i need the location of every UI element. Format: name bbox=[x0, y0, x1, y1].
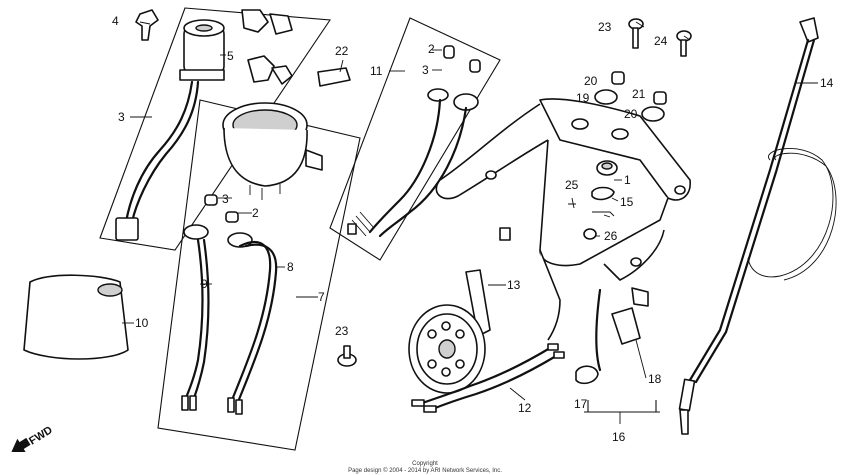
indicator-light-group bbox=[329, 17, 501, 261]
callout-1: 1 bbox=[624, 173, 631, 187]
copyright-line-1: Copyright bbox=[412, 461, 438, 467]
callout-2-meter: 2 bbox=[252, 206, 259, 220]
callout-25: 26 bbox=[604, 229, 618, 243]
callout-10: 10 bbox=[135, 316, 149, 330]
callout-16: 16 bbox=[612, 430, 626, 444]
callout-19-left: 19 bbox=[576, 91, 590, 105]
callout-7: 7 bbox=[318, 290, 325, 304]
callout-18: 18 bbox=[648, 372, 662, 386]
cable-guide-group bbox=[575, 288, 660, 413]
callout-3-top: 3 bbox=[422, 63, 429, 77]
copyright-footer: Copyright Page design © 2004 - 2014 by A… bbox=[0, 461, 850, 475]
bolt-part-22 bbox=[337, 345, 357, 367]
meter-assembly-group bbox=[157, 99, 361, 451]
callout-21: 22 bbox=[335, 44, 349, 58]
callout-19-right: 20 bbox=[624, 107, 638, 121]
fwd-arrow-icon: FWD bbox=[11, 424, 55, 452]
headlight-bracket-group bbox=[435, 71, 691, 341]
callout-13: 13 bbox=[507, 278, 521, 292]
callout-17: 17 bbox=[574, 397, 588, 411]
speedometer-cable-part bbox=[678, 17, 837, 435]
callout-11: 11 bbox=[370, 64, 383, 78]
callout-14: 14 bbox=[820, 76, 834, 90]
callout-20-left: 20 bbox=[584, 74, 598, 88]
callout-6: 4 bbox=[112, 14, 119, 28]
callout-12: 12 bbox=[518, 401, 532, 415]
stay-bracket-part bbox=[317, 67, 351, 87]
callout-8: 8 bbox=[287, 260, 294, 274]
callout-23-right: 24 bbox=[654, 34, 668, 48]
callout-23-left: 23 bbox=[598, 20, 612, 34]
callout-5: 5 bbox=[227, 49, 234, 63]
horn-part bbox=[408, 269, 491, 394]
callout-15: 15 bbox=[620, 195, 634, 209]
meter-cover-part bbox=[23, 274, 129, 360]
callout-2-top: 2 bbox=[428, 42, 435, 56]
fwd-label: FWD bbox=[27, 424, 55, 447]
horn-wire-part bbox=[411, 343, 565, 413]
callout-labels: 4 5 3 22 11 2 3 3 2 8 9 7 10 23 13 12 23… bbox=[112, 14, 834, 444]
callout-3-meter: 3 bbox=[222, 192, 229, 206]
callout-9: 9 bbox=[201, 277, 208, 291]
callout-22: 23 bbox=[335, 324, 349, 338]
callout-4: 3 bbox=[118, 110, 125, 124]
ignition-switch-group bbox=[99, 7, 331, 251]
callout-24: 25 bbox=[565, 178, 579, 192]
leader-lines bbox=[122, 21, 818, 424]
copyright-line-2: Page design © 2004 - 2014 by ARI Network… bbox=[348, 468, 502, 474]
callout-20-right: 21 bbox=[632, 87, 646, 101]
